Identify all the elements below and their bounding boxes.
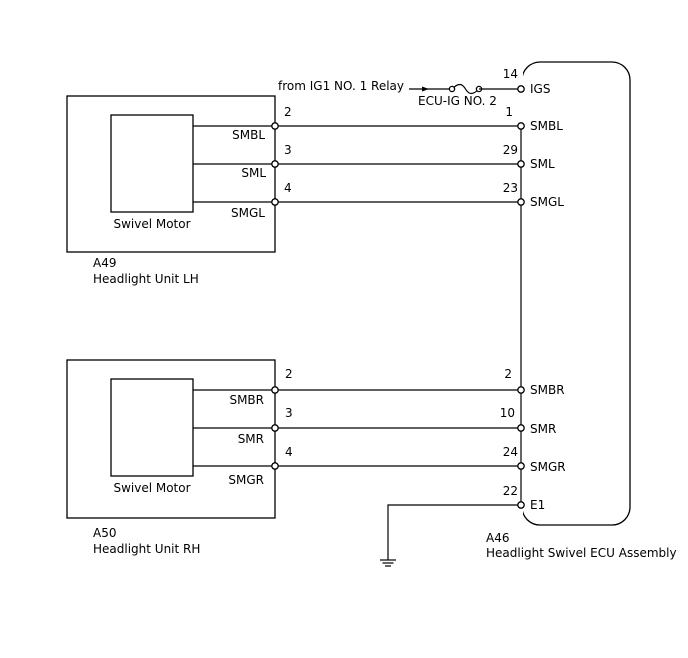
terminal-rh-2: [271, 386, 279, 394]
terminal-ecu-1: [517, 122, 525, 130]
ecu-pin-num-22: 22: [503, 484, 518, 498]
ecu-pin-label-sml: SML: [530, 157, 555, 171]
headlight-lh-code: A49: [93, 256, 116, 270]
terminal-lh-3: [271, 160, 279, 168]
ecu-pin-label-smbl: SMBL: [530, 119, 563, 133]
ground-wire: [387, 504, 521, 560]
terminal-ecu-24: [517, 462, 525, 470]
ecu-pin-num-14: 14: [503, 67, 518, 81]
ecu-code: A46: [486, 531, 509, 545]
ecu-pin-label-smgr: SMGR: [530, 460, 566, 474]
swivel-motor-lh-box: [110, 114, 194, 213]
terminal-rh-3: [271, 424, 279, 432]
lh-pin-label-sml: SML: [241, 166, 266, 180]
terminal-ecu-14: [517, 85, 525, 93]
lh-pin-label-smbl: SMBL: [232, 128, 265, 142]
swivel-motor-rh-label: Swivel Motor: [113, 481, 190, 495]
rh-pin-num-2: 2: [285, 367, 293, 381]
fuse-label: ECU-IG NO. 2: [418, 94, 497, 108]
terminal-ecu-22: [517, 501, 525, 509]
headlight-rh-name: Headlight Unit RH: [93, 542, 200, 556]
swivel-motor-rh-box: [110, 378, 194, 477]
swivel-motor-lh-label: Swivel Motor: [113, 217, 190, 231]
lh-pin-label-smgl: SMGL: [231, 206, 265, 220]
lh-pin-num-2: 2: [284, 105, 292, 119]
terminal-ecu-10: [517, 424, 525, 432]
terminal-lh-2: [271, 122, 279, 130]
headlight-lh-name: Headlight Unit LH: [93, 272, 199, 286]
ecu-pin-num-29: 29: [503, 143, 518, 157]
ecu-name: Headlight Swivel ECU Assembly: [486, 546, 677, 560]
headlight-rh-code: A50: [93, 526, 116, 540]
ecu-pin-label-smgl: SMGL: [530, 195, 564, 209]
ecu-pin-num-2: 2: [504, 367, 512, 381]
rh-pin-label-smbr: SMBR: [229, 393, 264, 407]
terminal-ecu-29: [517, 160, 525, 168]
rh-pin-label-smr: SMR: [238, 432, 264, 446]
lh-pin-num-3: 3: [284, 143, 292, 157]
terminal-lh-4: [271, 198, 279, 206]
power-source-label: from IG1 NO. 1 Relay: [278, 79, 404, 93]
terminal-rh-4: [271, 462, 279, 470]
ecu-pin-num-24: 24: [503, 445, 518, 459]
rh-pin-num-3: 3: [285, 406, 293, 420]
ecu-pin-num-23: 23: [503, 181, 518, 195]
fuse-icon: [448, 83, 483, 95]
terminal-ecu-23: [517, 198, 525, 206]
ecu-pin-label-igs: IGS: [530, 82, 550, 96]
rh-pin-label-smgr: SMGR: [228, 473, 264, 487]
terminal-ecu-2: [517, 386, 525, 394]
ecu-pin-num-10: 10: [500, 406, 515, 420]
rh-pin-num-4: 4: [285, 445, 293, 459]
arrow-icon: [422, 86, 429, 92]
ecu-pin-label-smbr: SMBR: [530, 383, 565, 397]
ground-icon: [380, 559, 396, 567]
ecu-pin-label-e1: E1: [530, 498, 545, 512]
ecu-pin-label-smr: SMR: [530, 422, 556, 436]
lh-pin-num-4: 4: [284, 181, 292, 195]
ecu-pin-num-1: 1: [505, 105, 513, 119]
